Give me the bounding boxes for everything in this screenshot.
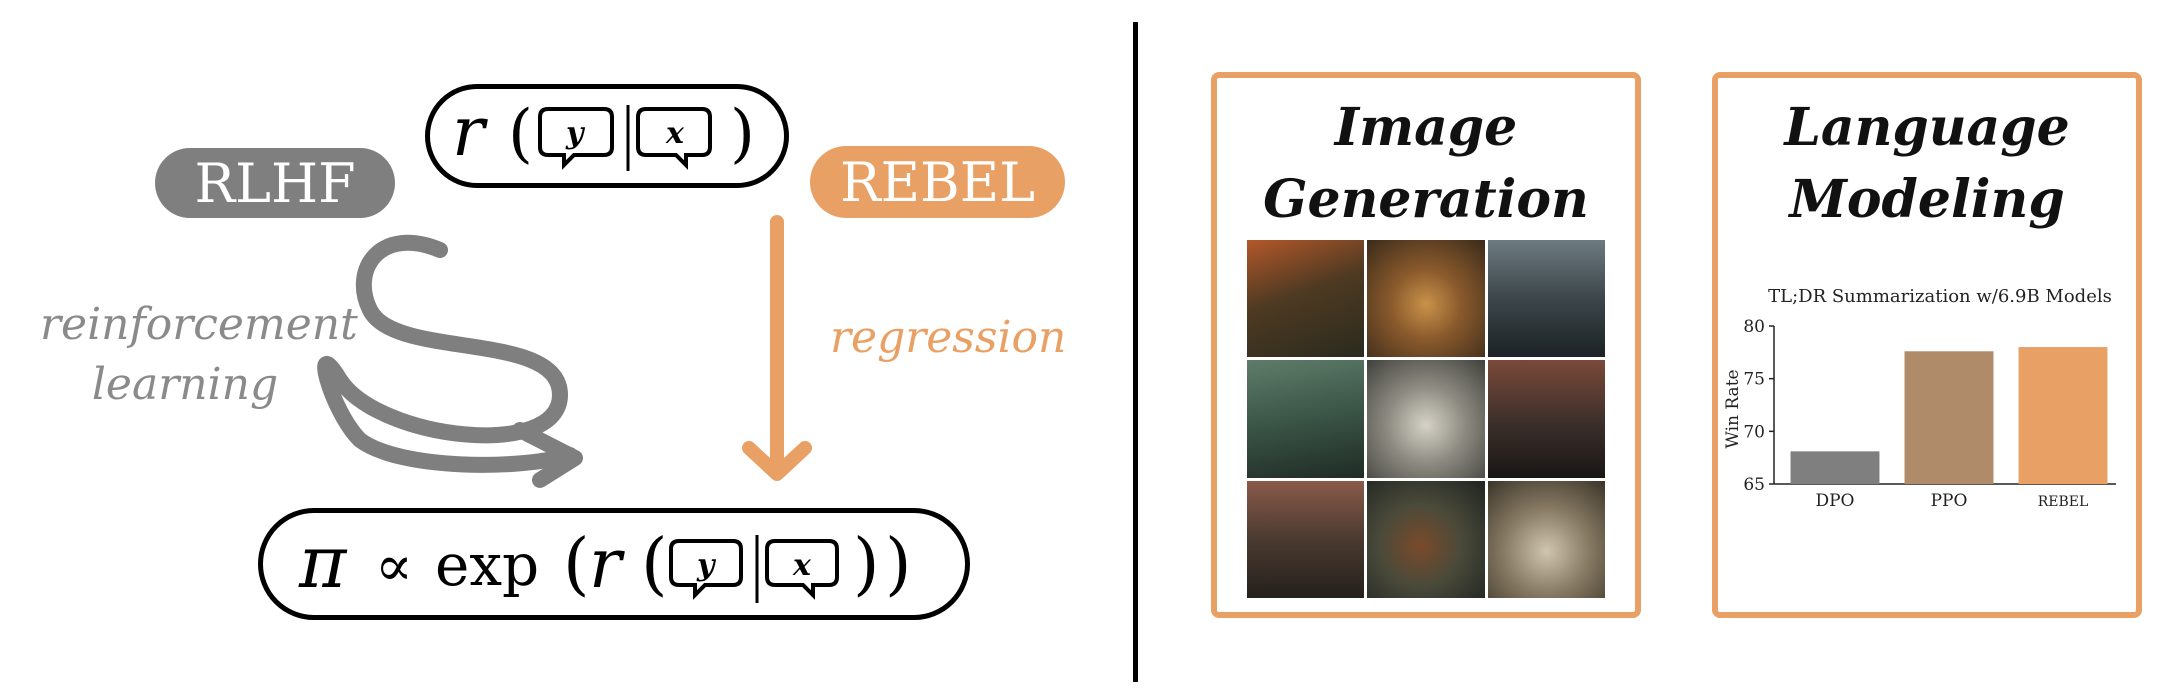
regression-arrowhead — [742, 441, 812, 481]
generated-image-wolves — [1367, 360, 1485, 478]
regression-label: regression — [830, 312, 1067, 363]
reward-formula-box: r ( y x ) — [425, 84, 789, 188]
policy-response-symbol: y — [696, 548, 717, 583]
language-modeling-title-line1: Language — [1784, 97, 2070, 158]
policy-reward-func: r — [589, 525, 625, 604]
generated-image-grid — [1247, 240, 1605, 598]
generated-image-river — [1247, 360, 1365, 478]
context-symbol: x — [665, 116, 685, 151]
chart-bar-dpo — [1790, 451, 1880, 484]
exp-paren-close: ) — [885, 525, 912, 604]
language-modeling-panel: Language Modeling TL;DR Summarization w/… — [1712, 72, 2142, 618]
squiggle-arrowhead — [512, 422, 583, 488]
context-chat-icon — [636, 107, 712, 170]
reward-formula: r ( y x ) — [452, 93, 755, 172]
chart-x-tick-label: DPO — [1815, 491, 1854, 511]
chart-bars — [1790, 347, 2108, 484]
image-generation-panel: Image Generation — [1211, 72, 1641, 618]
reward-paren-open: ( — [641, 525, 668, 604]
reinforcement-learning-label: reinforcement learning — [40, 295, 358, 415]
reward-func: r — [452, 93, 488, 172]
rlhf-vs-rebel-diagram: r ( y x ) RLHF REBEL reinforcement learn… — [40, 84, 1067, 620]
rl-label-line1: reinforcement — [40, 299, 358, 350]
chart-bar-rebel — [2018, 347, 2108, 484]
section-divider — [1133, 22, 1138, 682]
chart-y-tick-label: 70 — [1743, 422, 1765, 442]
policy-response-chat-icon — [669, 539, 743, 600]
exp-paren-open: ( — [563, 525, 590, 604]
reward-paren-close: ) — [853, 525, 880, 604]
chart-y-tick-label: 65 — [1743, 475, 1765, 495]
policy-formula: π ∝ exp ( r ( y x ) ) — [298, 520, 912, 604]
chart-y-tick-label: 80 — [1743, 317, 1765, 337]
squiggle-path — [317, 234, 578, 473]
policy-context-symbol: x — [792, 548, 812, 583]
response-chat-icon — [538, 107, 614, 170]
generated-image-horse — [1367, 480, 1485, 598]
proportional-symbol: ∝ — [375, 534, 413, 599]
generated-image-birds — [1487, 360, 1605, 478]
language-modeling-title: Language Modeling — [1718, 92, 2136, 236]
generated-image-autumn-forest — [1247, 240, 1365, 358]
chart-bar-ppo — [1904, 351, 1994, 484]
chart-y-tick-label: 75 — [1743, 370, 1765, 390]
applications-section: Image Generation Language Modeling TL;DR… — [1140, 0, 2178, 698]
rlhf-badge: RLHF — [155, 148, 395, 218]
rlhf-label: RLHF — [194, 151, 356, 215]
paren-open: ( — [508, 97, 533, 171]
generated-image-deer — [1247, 480, 1365, 598]
chart-title: TL;DR Summarization w/6.9B Models — [1768, 286, 2112, 307]
response-symbol: y — [565, 116, 586, 151]
exp-function: exp — [435, 531, 539, 599]
image-generation-title-line2: Generation — [1263, 169, 1589, 230]
generated-image-whale — [1487, 240, 1605, 358]
win-rate-bar-chart: TL;DR Summarization w/6.9B Models Win Ra… — [1723, 286, 2116, 511]
chart-x-tick-label: REBEL — [2038, 494, 2089, 510]
reinforcement-learning-path — [317, 215, 812, 488]
image-generation-title: Image Generation — [1217, 92, 1635, 236]
paren-close: ) — [730, 97, 755, 171]
policy-symbol: π — [298, 520, 348, 604]
chart-y-axis-label: Win Rate — [1723, 369, 1743, 448]
rl-label-line2: learning — [91, 359, 279, 410]
policy-context-chat-icon — [765, 539, 839, 600]
language-modeling-title-line2: Modeling — [1789, 169, 2065, 230]
rebel-badge: REBEL — [810, 146, 1065, 218]
image-generation-title-line1: Image — [1334, 97, 1518, 158]
policy-formula-box: π ∝ exp ( r ( y x ) ) — [258, 508, 970, 620]
generated-image-rabbits — [1487, 480, 1605, 598]
chart-x-tick-label: PPO — [1931, 491, 1968, 511]
rebel-label: REBEL — [839, 150, 1036, 214]
generated-image-lions — [1367, 240, 1485, 358]
